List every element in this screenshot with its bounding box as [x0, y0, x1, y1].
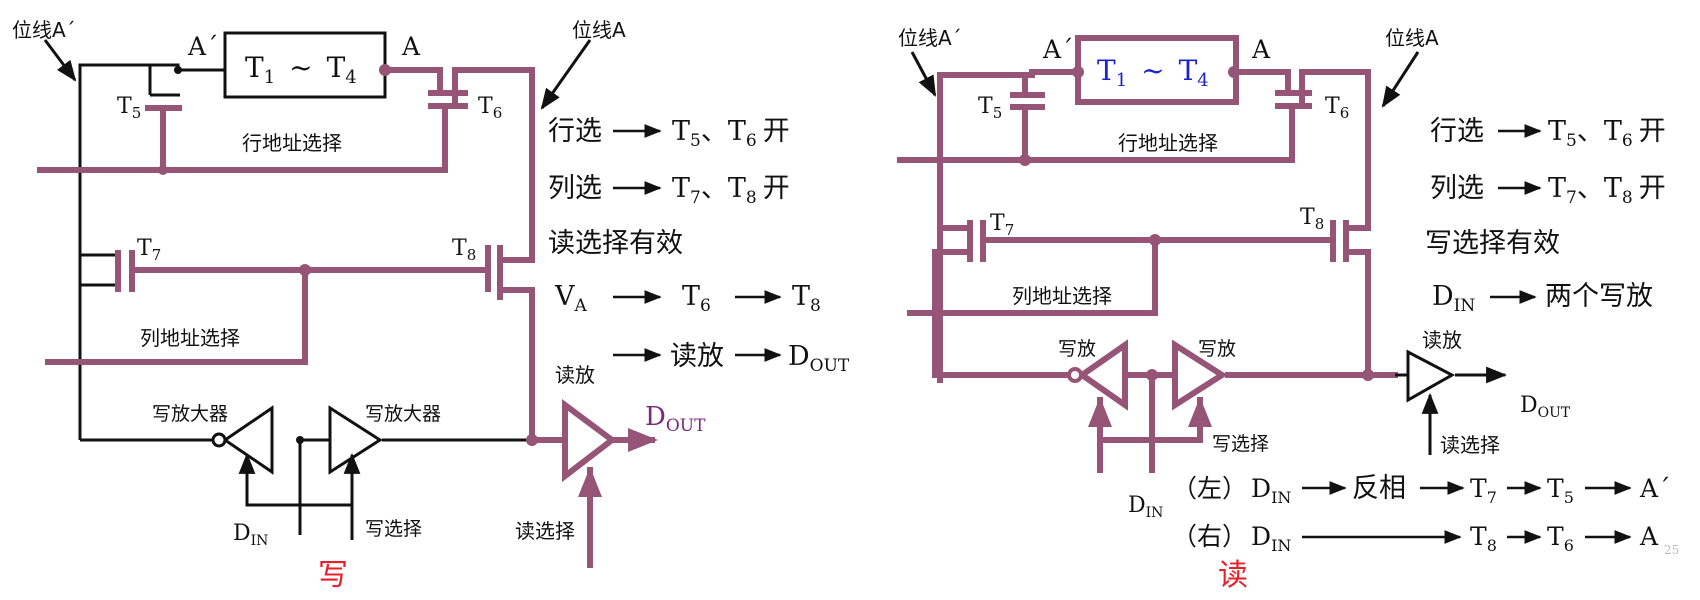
- left-read-select-label: 读选择: [515, 519, 575, 543]
- left-node-a-prime-dot: [174, 66, 182, 74]
- left-diagram: 位线A´ 位线A A´ A T1~T4 T5 T6 T7 T8 行地址选择 列地…: [12, 18, 850, 593]
- svg-text:T7、T8开: T7、T8开: [672, 173, 790, 208]
- left-col-address-label: 列地址选择: [140, 326, 240, 350]
- left-t6-label: T6: [478, 94, 502, 122]
- right-diagram: 位线A´ 位线A A´ A T1~T4 T5 T6 T7 T8 行地址选择 列地…: [897, 26, 1679, 593]
- svg-text:T5: T5: [1547, 474, 1574, 507]
- svg-text:T6: T6: [682, 281, 711, 316]
- right-write-amp-left-label: 写放: [1058, 338, 1096, 360]
- right-read-select-label: 读选择: [1440, 433, 1500, 457]
- right-t8-label: T8: [1300, 205, 1324, 233]
- right-path-left: （左）DIN: [1172, 474, 1291, 507]
- right-t8-transistor: [1330, 220, 1349, 262]
- left-cell-label: T1~T4: [245, 51, 357, 88]
- left-note-1: 行选: [548, 116, 602, 147]
- right-node-a-dot: [1228, 66, 1240, 78]
- svg-text:T5、T6开: T5、T6开: [672, 116, 790, 151]
- left-bitline-a-label: 位线A: [572, 18, 626, 42]
- right-t6-transistor: [1275, 90, 1312, 109]
- right-row-junction-dot: [1019, 154, 1031, 166]
- left-dout-label: DOUT: [645, 402, 706, 436]
- right-din-label: DIN: [1128, 493, 1163, 521]
- right-dout-label: DOUT: [1520, 393, 1571, 421]
- right-read-amp-label: 读放: [1422, 328, 1462, 352]
- right-bitline-a-label: 位线A: [1385, 26, 1439, 50]
- right-t6-label: T6: [1325, 94, 1349, 122]
- right-t7-label: T7: [990, 211, 1014, 239]
- svg-text:A: A: [1639, 522, 1659, 551]
- right-node-a-prime-label: A´: [1042, 35, 1074, 64]
- right-note-3: 写选择有效: [1425, 228, 1560, 259]
- left-t5-transistor: [145, 90, 182, 120]
- right-read-amp: [1406, 349, 1456, 403]
- left-caption: 写: [318, 558, 348, 593]
- left-note-3: 读选择有效: [548, 228, 683, 259]
- right-t5-label: T5: [978, 94, 1002, 122]
- left-node-a-label: A: [401, 32, 421, 61]
- left-read-amp-label: 读放: [555, 363, 595, 387]
- right-row-address-label: 行地址选择: [1118, 131, 1218, 155]
- right-out-junction-dot: [1362, 369, 1374, 381]
- left-node-a-dot: [379, 64, 391, 76]
- left-t8-label: T8: [452, 236, 476, 264]
- right-path-right: （右）DIN: [1172, 522, 1291, 555]
- right-write-amp-right-label: 写放: [1198, 338, 1236, 360]
- left-dout-junction-dot: [526, 434, 538, 446]
- left-t7-transistor: [115, 250, 135, 292]
- right-col-junction-dot: [1149, 234, 1161, 246]
- right-t5-transistor: [1010, 92, 1045, 110]
- svg-text:T5、T6开: T5、T6开: [1548, 116, 1666, 151]
- left-din-junction-dot: [296, 436, 304, 444]
- svg-text:T6: T6: [1547, 522, 1574, 555]
- svg-text:T8: T8: [1470, 522, 1497, 555]
- right-note-1: 行选: [1430, 116, 1484, 147]
- left-t7-label: T7: [137, 236, 161, 264]
- left-write-amp-left-label: 写放大器: [152, 403, 228, 425]
- left-write-amp-right-label: 写放大器: [365, 403, 441, 425]
- left-write-select-label: 写选择: [365, 518, 422, 540]
- right-bitline-a-prime-label: 位线A´: [898, 26, 962, 50]
- left-row-junction-dot: [158, 165, 168, 175]
- right-write-amp-left-bubble: [1067, 367, 1083, 383]
- svg-text:两个写放: 两个写放: [1545, 281, 1653, 312]
- left-din-label: DIN: [233, 521, 268, 549]
- page-number: 25: [1664, 543, 1679, 557]
- right-write-amp-right: [1172, 339, 1228, 411]
- right-din-junction-dot: [1146, 369, 1158, 381]
- right-note-2: 列选: [1430, 173, 1484, 204]
- left-note-4: VA: [554, 281, 588, 316]
- left-note-5: 读放: [670, 341, 724, 372]
- svg-text:反相: 反相: [1352, 473, 1406, 504]
- left-t5-label: T5: [117, 94, 141, 122]
- right-cell-label: T1~T4: [1097, 54, 1209, 91]
- svg-text:DOUT: DOUT: [788, 341, 850, 376]
- right-memory-cell-box: [1075, 35, 1239, 105]
- right-caption: 读: [1218, 558, 1248, 593]
- right-col-address-label: 列地址选择: [1012, 284, 1112, 308]
- right-write-select-label: 写选择: [1212, 433, 1269, 455]
- left-node-a-prime-label: A´: [187, 32, 219, 61]
- left-row-address-label: 行地址选择: [242, 131, 342, 155]
- right-write-amp-left: [1076, 339, 1128, 411]
- right-t7-transistor: [967, 220, 986, 262]
- svg-text:T7、T8开: T7、T8开: [1548, 173, 1666, 208]
- svg-text:T8: T8: [792, 281, 821, 316]
- svg-text:T7: T7: [1470, 474, 1497, 507]
- left-bitline-a-prime-label: 位线A´: [12, 18, 76, 42]
- left-read-amp: [562, 399, 617, 483]
- left-t6-transistor: [428, 90, 468, 118]
- left-write-amp-left-bubble: [211, 432, 227, 448]
- right-note-4: DIN: [1432, 281, 1475, 316]
- left-col-junction-dot: [299, 264, 311, 276]
- left-t8-transistor: [485, 245, 503, 300]
- left-note-2: 列选: [548, 173, 602, 204]
- svg-text:A´: A´: [1639, 474, 1671, 503]
- right-node-a-prime-dot: [1072, 66, 1084, 78]
- right-node-a-label: A: [1251, 35, 1271, 64]
